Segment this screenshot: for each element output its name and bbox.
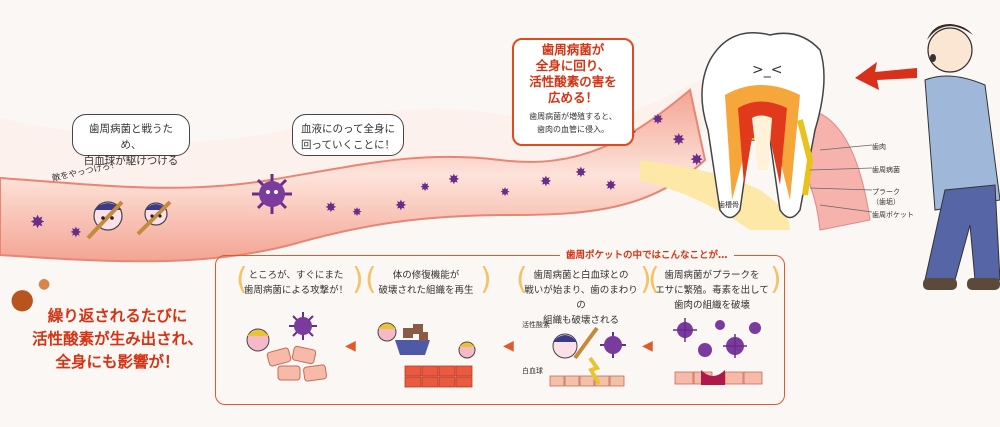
- germ-icon: ✸: [30, 212, 46, 233]
- caption-line: 戦いが始まり、歯のまわりの: [524, 285, 638, 311]
- headline-sub: 歯肉の血管に侵入。: [537, 125, 609, 134]
- panel-caption-4: ところが、すぐにまた 歯周病菌による攻撃が！: [240, 268, 352, 298]
- panel-illustration-3: [377, 322, 476, 388]
- label-plaque: プラーク: [872, 188, 900, 196]
- germ-icon: ✸: [420, 180, 431, 194]
- caption-line: 破壊された組織を再生: [378, 285, 474, 296]
- germ-icon: ✸: [325, 200, 337, 216]
- panel-illustration-2: [549, 326, 626, 387]
- caption-line: エサに繁殖。毒素を出して: [655, 285, 769, 296]
- person-illustration: [923, 24, 1000, 290]
- label-gum: 歯肉: [872, 143, 886, 151]
- conclusion-line: 全身にも影響が！: [55, 353, 180, 371]
- caption-line: 体の修復機能が: [392, 270, 460, 281]
- bracket-icon: (: [648, 262, 660, 297]
- germ-icon: ✸: [652, 112, 664, 128]
- left-arrow-icon: ◀: [503, 338, 514, 354]
- bracket-icon: (: [236, 262, 248, 297]
- panel-caption-2: 歯周病菌と白血球との 戦いが始まり、歯のまわりの 組織も破壊される: [520, 268, 642, 328]
- bracket-icon: ): [352, 262, 364, 297]
- headline-sub: 歯周病菌が増殖すると、: [529, 112, 617, 121]
- arrow-icon: [855, 62, 917, 90]
- caption-line: 組織も破壊される: [542, 315, 619, 326]
- label-plaque-note: （歯垢）: [872, 198, 900, 206]
- germ-icon: ✸: [448, 172, 460, 188]
- bracket-icon: ): [480, 262, 492, 297]
- conclusion-line: 繰り返されるたびに: [47, 307, 188, 325]
- svg-text:>_<: >_<: [752, 62, 782, 78]
- pocket-header: 歯周ポケットの中ではこんなことが…: [560, 247, 734, 261]
- speech-bubble-fight: 歯周病菌と戦うため、 白血球が駆けつける: [72, 114, 190, 167]
- germ-icon: ✸: [605, 178, 617, 194]
- bubble-line: 歯周病菌と戦うため、: [89, 123, 173, 151]
- conclusion-line: 活性酸素が生み出され、: [32, 330, 203, 348]
- dot-icon: ●: [10, 282, 35, 315]
- dot-icon: ●: [38, 276, 51, 292]
- germ-icon: ✸: [70, 225, 82, 241]
- conclusion-text: 繰り返されるたびに 活性酸素が生み出され、 全身にも影響が！: [20, 305, 215, 374]
- white-blood-cell-characters: [86, 200, 172, 240]
- germ-icon: [252, 174, 292, 214]
- left-arrow-icon: ◀: [642, 338, 653, 354]
- caption-line: 歯肉の組織を破壊: [673, 300, 750, 311]
- headline-line: 全身に回り、: [535, 58, 611, 73]
- germ-icon: ✸: [672, 130, 686, 149]
- bracket-icon: (: [365, 262, 377, 297]
- caption-line: 歯周病菌がプラークを: [664, 270, 760, 281]
- label-bacteria: 歯周病菌: [872, 166, 900, 174]
- tooth-illustration: >_<: [640, 32, 871, 231]
- germ-icon: ✸: [352, 205, 363, 219]
- speech-bubble-blood: 血液にのって全身に 回っていくことに！: [292, 114, 404, 156]
- headline-line: 活性酸素の害を: [529, 74, 617, 89]
- germ-icon: ✸: [395, 198, 407, 214]
- germ-icon: ✸: [690, 150, 704, 169]
- caption-line: 歯周病菌と白血球との: [533, 270, 629, 281]
- bubble-line: 血液にのって全身に: [301, 123, 395, 135]
- label-bone: 歯槽骨: [718, 201, 739, 209]
- caption-line: 歯周病菌による攻撃が！: [243, 285, 349, 296]
- left-arrow-icon: ◀: [345, 338, 356, 354]
- headline-line: 歯周病菌が: [541, 42, 605, 57]
- label-pocket: 歯周ポケット: [872, 211, 914, 219]
- pocket-panel: [215, 255, 785, 405]
- headline-line: 広める！: [547, 90, 598, 105]
- caption-line: ところが、すぐにまた: [248, 270, 344, 281]
- label-wbc: 白血球: [522, 367, 543, 375]
- germ-icon: ✸: [540, 174, 552, 190]
- germ-icon: ✸: [575, 165, 587, 181]
- germ-icon: ✸: [500, 185, 511, 199]
- bracket-icon: ): [640, 262, 652, 297]
- label-leader-lines: [809, 144, 873, 213]
- bracket-icon: ): [770, 262, 782, 297]
- panel-illustration-1: [673, 318, 763, 385]
- panel-caption-1: 歯周病菌がプラークを エサに繁殖。毒素を出して 歯肉の組織を破壊: [652, 268, 772, 313]
- panel-illustration-4: [246, 312, 327, 382]
- bubble-line: 回っていくことに！: [301, 139, 395, 151]
- panel-caption-3: 体の修復機能が 破壊された組織を再生: [370, 268, 482, 298]
- bracket-icon: (: [516, 262, 528, 297]
- label-active-oxygen: 活性酸素: [522, 321, 550, 329]
- headline-bubble: 歯周病菌が 全身に回り、 活性酸素の害を 広める！ 歯周病菌が増殖すると、 歯肉…: [512, 38, 634, 146]
- bubble-line: 白血球が駆けつける: [83, 155, 179, 167]
